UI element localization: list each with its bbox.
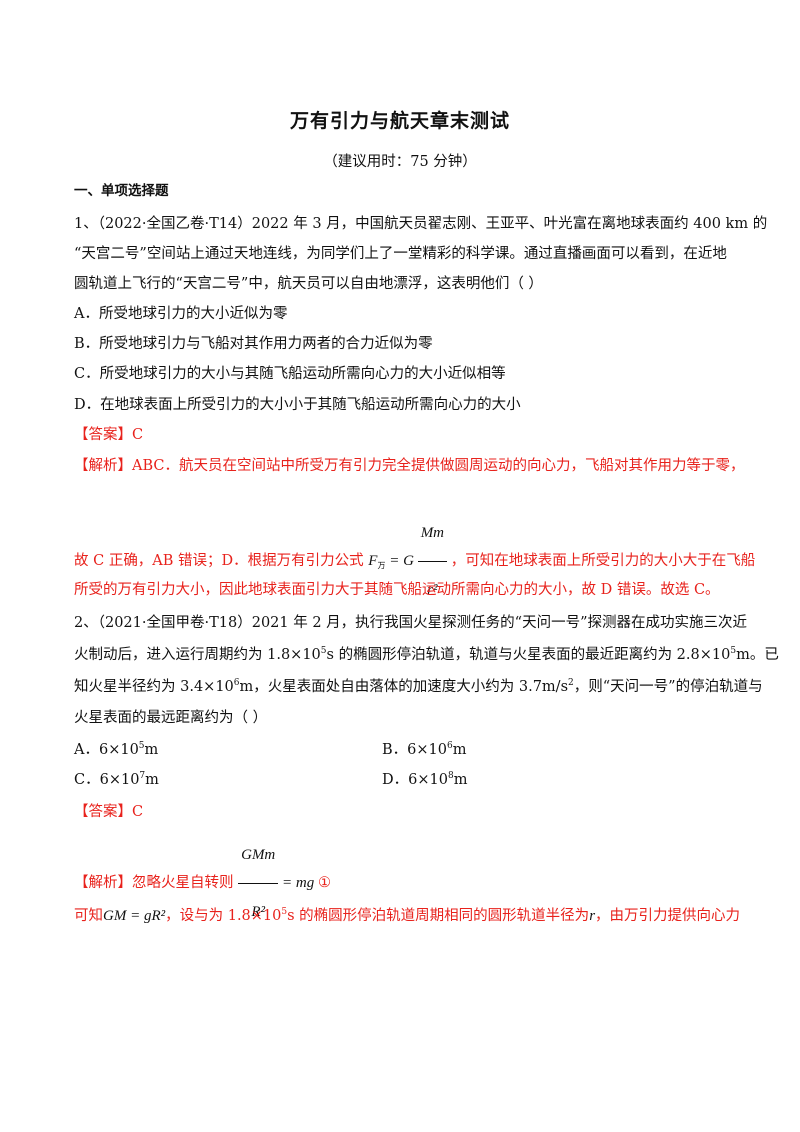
formula-fraction: Mm r²	[417, 506, 448, 617]
q2-option-a-unit: m	[144, 742, 159, 758]
q2-text: 火制动后，进入运行周期约为 1.8×10	[74, 647, 321, 663]
q1-stem-line3: 圆轨道上飞行的“天宫二号”中，航天员可以自由地漂浮，这表明他们（ ）	[74, 276, 543, 292]
formula1-denominator: R²	[251, 904, 266, 920]
formula-eq: = G	[385, 552, 414, 569]
q2-option-c-unit: m	[145, 772, 159, 788]
formula-lhs: F	[368, 552, 378, 569]
q1-option-d: D．在地球表面上所受引力的大小小于其随飞船运动所需向心力的大小	[74, 397, 521, 413]
q1-stem-line1: 1、（2022·全国乙卷·T14）2022 年 3 月，中国航天员翟志刚、王亚平…	[74, 216, 768, 232]
formula-denominator: r²	[427, 582, 438, 598]
q2-option-c: C．6×107m	[74, 770, 159, 790]
q2-option-b: B．6×106m	[382, 740, 466, 760]
q1-analysis-text-a: 故 C 正确，AB 错误；D．根据万有引力公式	[74, 552, 364, 569]
q1-stem-line2: “天宫二号”空间站上通过天地连线，为同学们上了一堂精彩的科学课。通过直播画面可以…	[74, 246, 727, 262]
q2-answer: 【答案】C	[74, 804, 144, 820]
q2-option-d: D．6×108m	[382, 770, 467, 790]
formula-lhs-sub: 万	[377, 560, 386, 570]
q1-analysis-line1: 【解析】ABC．航天员在空间站中所受万有引力完全提供做圆周运动的向心力，飞船对其…	[74, 458, 745, 474]
q2-analysis-exponent: 5	[281, 907, 288, 917]
circled-number-one: ①	[318, 874, 331, 891]
formula1-numerator: GMm	[238, 828, 279, 884]
q2-stem-line1: 2、（2021·全国甲卷·T18）2021 年 2 月，执行我国火星探测任务的“…	[74, 615, 747, 631]
q2-option-a-exp: 5	[138, 741, 145, 751]
q2-option-d-exp: 8	[447, 771, 454, 781]
q2-option-d-unit: m	[453, 772, 468, 788]
q1-analysis-line3: 所受的万有引力大小，因此地球表面引力大于其随飞船运动所需向心力的大小，故 D 错…	[74, 582, 720, 598]
q1-option-a: A．所受地球引力的大小近似为零	[74, 306, 288, 322]
q2-option-b-text: B．6×10	[382, 742, 447, 758]
q2-exponent: 6	[233, 678, 240, 688]
formula-numerator: Mm	[417, 506, 448, 562]
q2-option-c-text: C．6×10	[74, 772, 140, 788]
q2-text: s 的椭圆形停泊轨道，轨道与火星表面的最近距离约为 2.8×10	[326, 647, 731, 663]
section-heading: 一、单项选择题	[74, 183, 169, 199]
q2-exponent: 5	[320, 646, 327, 656]
q1-option-b: B．所受地球引力与飞船对其作用力两者的合力近似为零	[74, 336, 433, 352]
page-subtitle: （建议用时：75 分钟）	[323, 154, 477, 170]
q2-text: 知火星半径约为 3.4×10	[74, 679, 234, 695]
q2-option-a: A．6×105m	[74, 740, 158, 760]
q2-text: ，则“天问一号”的停泊轨道与	[573, 679, 763, 695]
q1-analysis-text-b: ，可知在地球表面上所受引力的大小大于在飞船	[450, 552, 756, 569]
q2-stem-line2: 火制动后，进入运行周期约为 1.8×105s 的椭圆形停泊轨道，轨道与火星表面的…	[74, 645, 779, 665]
page-title: 万有引力与航天章末测试	[289, 110, 510, 132]
q2-stem-line4: 火星表面的最远距离约为（ ）	[74, 710, 268, 726]
q2-option-d-text: D．6×10	[382, 772, 448, 788]
formula2: GM = gR²	[103, 908, 166, 924]
q1-option-c: C．所受地球引力的大小与其随飞船运动所需向心力的大小近似相等	[74, 366, 506, 382]
q2-text: m。已	[736, 647, 779, 663]
q2-analysis-text: 可知	[74, 908, 103, 924]
q2-analysis-line2: 可知GM = gR²，设与为 1.8×105s 的椭圆形停泊轨道周期相同的圆形轨…	[74, 906, 740, 926]
q2-exponent: 2	[568, 678, 574, 688]
formula1-rhs: = mg	[278, 874, 315, 891]
q2-analysis-text: ，由万引力提供向心力	[595, 908, 741, 924]
q2-analysis-text: ，设与为 1.8×10	[165, 908, 282, 924]
q2-text: m，火星表面处自由落体的加速度大小约为 3.7m/s	[239, 679, 569, 695]
q2-option-c-exp: 7	[139, 771, 146, 781]
variable-r: r	[589, 908, 596, 924]
q2-option-b-exp: 6	[446, 741, 453, 751]
q2-exponent: 5	[730, 646, 737, 656]
q2-stem-line3: 知火星半径约为 3.4×106m，火星表面处自由落体的加速度大小约为 3.7m/…	[74, 677, 763, 697]
q2-analysis-text: 【解析】忽略火星自转则	[74, 874, 234, 891]
q2-option-b-unit: m	[452, 742, 467, 758]
q2-analysis-text: s 的椭圆形停泊轨道周期相同的圆形轨道半径为	[287, 908, 590, 924]
q2-option-a-text: A．6×10	[74, 742, 139, 758]
q1-answer: 【答案】C	[74, 427, 144, 443]
